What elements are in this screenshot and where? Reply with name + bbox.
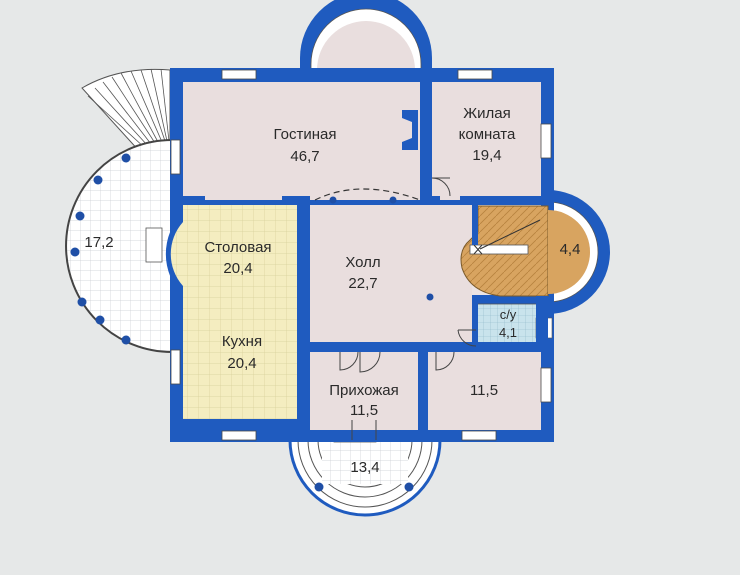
label-wc-area: 4,1: [499, 325, 517, 340]
label-terrace-area: 17,2: [84, 234, 113, 251]
room-se-floor: [428, 352, 541, 430]
top-bay: [300, 0, 432, 82]
doors: [339, 177, 477, 440]
column-icon: [426, 293, 434, 301]
column-icon: [329, 196, 337, 204]
label-room-se-area: 11,5: [470, 382, 498, 399]
terrace: [65, 68, 173, 353]
label-entrance-name: Прихожая: [329, 382, 399, 399]
label-kitchen-name: Кухня: [222, 333, 262, 350]
column-icon: [121, 335, 131, 345]
label-dining-area: 20,4: [223, 260, 252, 277]
column-icon: [93, 175, 103, 185]
interior-walls: [170, 68, 554, 442]
kitchen-floor: [183, 205, 297, 419]
label-kitchen-area: 20,4: [227, 355, 256, 372]
label-porch-area: 13,4: [350, 459, 379, 476]
staircase: [460, 205, 590, 297]
column-icon: [389, 196, 397, 204]
label-living-name: Гостиная: [274, 126, 337, 143]
label-hall-area: 22,7: [348, 275, 377, 292]
bedroom-floor: [432, 82, 541, 200]
label-wc-name: с/у: [500, 307, 517, 322]
windows: [170, 69, 552, 441]
label-living-area: 46,7: [290, 148, 319, 165]
living-room-floor: [183, 82, 420, 200]
label-dining-name: Столовая: [204, 239, 271, 256]
column-icon: [404, 482, 414, 492]
column-icon: [70, 247, 80, 257]
column-icon: [77, 297, 87, 307]
column-icon: [121, 153, 131, 163]
column-icon: [95, 315, 105, 325]
label-bedroom-area: 19,4: [472, 147, 501, 164]
label-bedroom-name-1: Жилая: [463, 105, 510, 122]
column-icon: [314, 482, 324, 492]
entrance-floor: [310, 352, 418, 430]
label-bedroom-name-2: комната: [459, 126, 516, 143]
label-entrance-area: 11,5: [350, 402, 378, 419]
label-hall-name: Холл: [345, 254, 380, 271]
label-stair-area: 4,4: [560, 241, 581, 258]
column-icon: [75, 211, 85, 221]
